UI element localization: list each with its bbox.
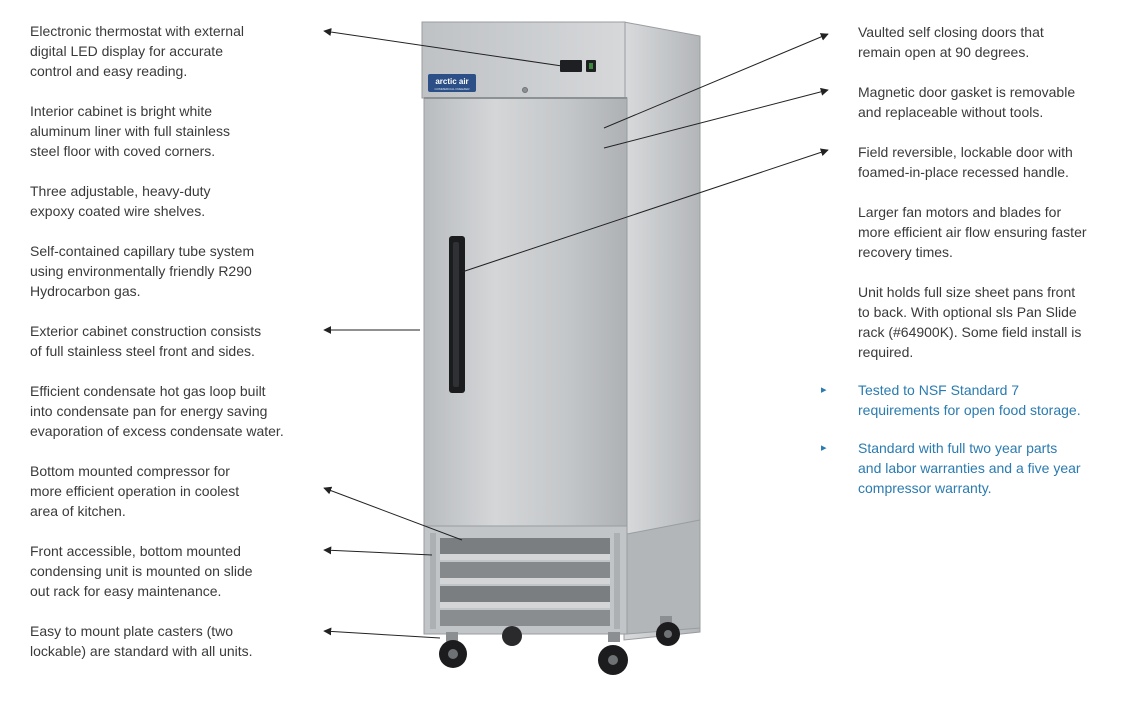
- bullet-triangle-icon: ▸: [821, 442, 827, 454]
- callout-condensing-unit: [323, 546, 433, 556]
- brand-badge: arctic air COMMERCIAL FREEZER: [428, 74, 476, 92]
- callout-reversible-door: [461, 148, 829, 273]
- brand-badge-subtitle: COMMERCIAL FREEZER: [434, 87, 470, 91]
- callout-thermostat: [323, 28, 563, 67]
- caster-rear-left: [502, 626, 522, 646]
- thermostat-display: [560, 60, 596, 72]
- callout-compressor: [323, 486, 463, 541]
- callout-vaulted-doors: [603, 33, 829, 129]
- callout-door-gasket: [603, 87, 829, 149]
- caster-rear-right: [656, 616, 680, 646]
- caster-front-right: [598, 632, 628, 675]
- bullet-triangle-icon: ▸: [821, 384, 827, 396]
- brand-badge-name: arctic air: [435, 77, 468, 86]
- lock-icon: [522, 87, 528, 93]
- condensing-unit-vents: [440, 538, 610, 626]
- caster-front-left: [439, 632, 467, 668]
- callout-casters: [323, 627, 441, 639]
